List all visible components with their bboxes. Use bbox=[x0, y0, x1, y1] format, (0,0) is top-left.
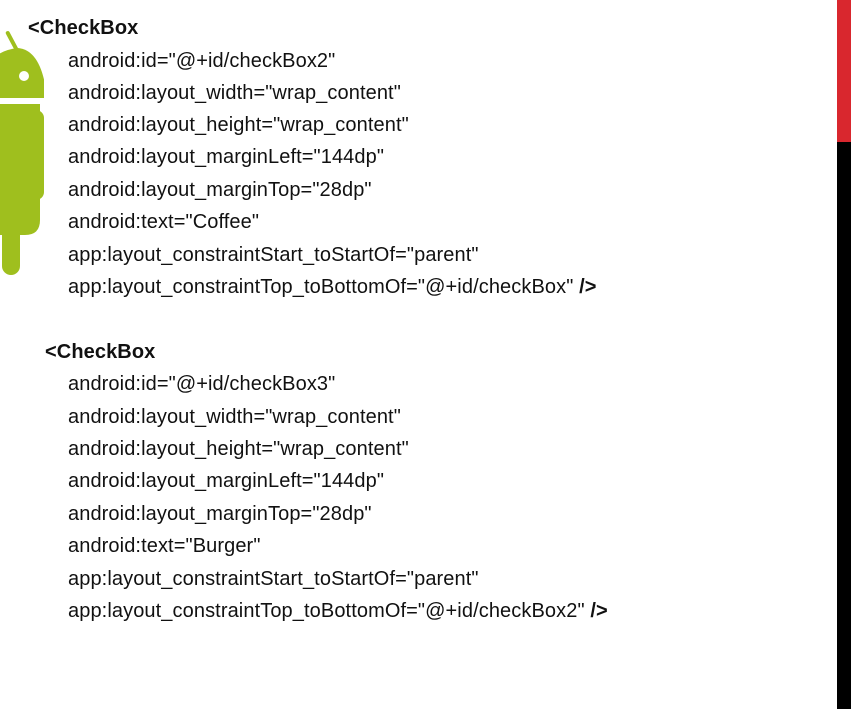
checkbox-open-tag: <CheckBox bbox=[28, 17, 139, 39]
attribute-line: android:layout_width="wrap_content" bbox=[68, 406, 401, 428]
attribute-line-last: app:layout_constraintTop_toBottomOf="@+i… bbox=[68, 599, 608, 623]
attribute-text: app:layout_constraintTop_toBottomOf="@+i… bbox=[68, 276, 574, 298]
attribute-line: android:id="@+id/checkBox2" bbox=[68, 50, 336, 72]
slide-accent-bar bbox=[837, 0, 851, 709]
attribute-line: android:layout_marginLeft="144dp" bbox=[68, 470, 385, 492]
accent-bar-red-segment bbox=[837, 0, 851, 142]
attribute-line-last: app:layout_constraintTop_toBottomOf="@+i… bbox=[68, 275, 597, 299]
attribute-line: android:layout_marginTop="28dp" bbox=[68, 503, 372, 525]
checkbox-open-tag: <CheckBox bbox=[45, 341, 156, 363]
attribute-line: android:layout_height="wrap_content" bbox=[68, 438, 409, 460]
attribute-line: android:layout_marginLeft="144dp" bbox=[68, 146, 385, 168]
attribute-line: android:layout_width="wrap_content" bbox=[68, 82, 401, 104]
attribute-line: android:layout_marginTop="28dp" bbox=[68, 179, 372, 201]
attribute-line: android:layout_height="wrap_content" bbox=[68, 114, 409, 136]
attribute-line: android:text="Burger" bbox=[68, 535, 261, 557]
attribute-line: app:layout_constraintStart_toStartOf="pa… bbox=[68, 568, 479, 590]
attribute-line: android:id="@+id/checkBox3" bbox=[68, 373, 336, 395]
xml-code-listing: <CheckBox android:id="@+id/checkBox2" an… bbox=[28, 17, 608, 623]
android-robot-icon bbox=[0, 31, 44, 275]
attribute-line: app:layout_constraintStart_toStartOf="pa… bbox=[68, 244, 479, 266]
accent-bar-black-segment bbox=[837, 142, 851, 709]
checkbox-close-tag: /> bbox=[590, 600, 608, 622]
attribute-text: app:layout_constraintTop_toBottomOf="@+i… bbox=[68, 600, 585, 622]
checkbox-close-tag: /> bbox=[579, 276, 597, 298]
attribute-line: android:text="Coffee" bbox=[68, 211, 260, 233]
